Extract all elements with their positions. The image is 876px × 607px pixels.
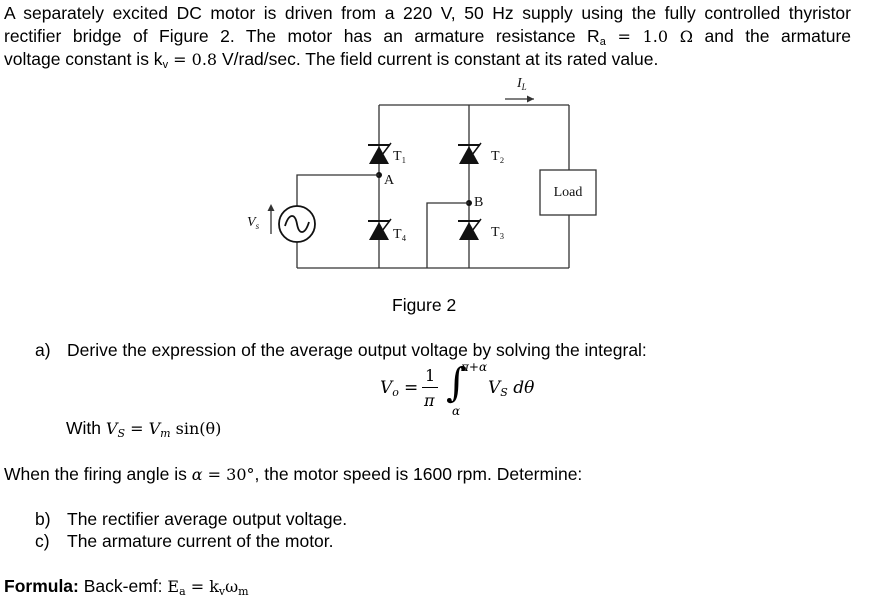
formula-line: Formula: Back-emf: Ea = kvωm (4, 575, 249, 598)
integral-lower-limit: α (452, 404, 461, 418)
current-arrow-head (527, 95, 534, 103)
thyristor-t1 (368, 142, 392, 164)
source-arrow-head (267, 204, 275, 211)
intro-line-3: voltage constant is kv = 0.8 V/rad/sec. … (4, 48, 658, 71)
alpha-value: = 30° (202, 465, 255, 484)
intro-line-1: A separately excited DC motor is driven … (4, 3, 851, 23)
figure-caption: Figure 2 (392, 295, 457, 315)
vo-symbol: Vo (380, 378, 399, 399)
t4-label: T₄ (393, 227, 407, 242)
formula-label: Formula: (4, 576, 79, 596)
intro-line-3-pre: voltage constant is k (4, 49, 163, 69)
formula-equals: = kv (185, 577, 226, 598)
source-wire-a (296, 174, 379, 206)
thyristor-t2 (458, 142, 482, 164)
t2-label: T₂ (491, 149, 505, 164)
kv-subscript: v (162, 59, 169, 71)
ea-symbol: Ea (167, 577, 186, 598)
kv-value: = 0.8 (168, 50, 218, 69)
part-b-text: The rectifier average output voltage. (67, 509, 348, 529)
intro-line-2-post: and the armature (693, 26, 852, 46)
rectifier-circuit-diagram: IL Load T₁ A T₄ T₂ B T₃ (247, 76, 597, 269)
intro-line-3-post: V/rad/sec. The field current is constant… (217, 49, 659, 69)
integrand: VS dθ (488, 378, 535, 399)
omega-symbol: ωm (225, 577, 249, 598)
source-wire-b (426, 202, 469, 254)
vs-equals: = (124, 419, 149, 438)
firing-angle-post: , the motor speed is 1600 rpm. Determine… (254, 464, 583, 484)
load-box (539, 169, 597, 216)
with-label: With (66, 418, 106, 438)
alpha-symbol: α (191, 465, 203, 484)
fraction-denominator: π (424, 391, 435, 410)
ra-subscript: a (599, 36, 606, 48)
firing-angle-pre: When the firing angle is (4, 464, 192, 484)
part-b-label: b) (35, 509, 51, 529)
t1-label: T₁ (393, 149, 406, 164)
part-a-text: Derive the expression of the average out… (67, 340, 647, 360)
with-vs-line: With VS = Vm sin(θ) (66, 417, 221, 440)
part-a-label: a) (35, 340, 51, 360)
node-b-label: B (474, 195, 483, 210)
part-c-text: The armature current of the motor. (67, 531, 334, 551)
sin-term: sin(θ) (170, 419, 222, 438)
intro-line-2-pre: rectifier bridge of Figure 2. The motor … (4, 26, 600, 46)
node-a-label: A (384, 173, 395, 188)
current-label: IL (516, 76, 527, 92)
part-c-label: c) (35, 531, 50, 551)
formula-text: Back-emf: (78, 576, 168, 596)
fraction-numerator: 1 (425, 366, 436, 385)
fraction-bar (422, 387, 438, 388)
thyristor-t4 (368, 218, 392, 240)
intro-line-2: rectifier bridge of Figure 2. The motor … (4, 25, 851, 48)
sine-wave-icon (284, 215, 310, 233)
source-label: Vs (247, 215, 260, 231)
firing-angle-line: When the firing angle is α = 30°, the mo… (4, 463, 582, 486)
integral-upper-limit: π+α (461, 360, 488, 374)
vm-symbol: Vm (148, 419, 171, 440)
vs-symbol: VS (105, 419, 125, 440)
ra-value: = 1.0 Ω (605, 27, 694, 46)
integral-sign: ∫ (446, 360, 467, 406)
vo-equals: = (404, 378, 419, 398)
thyristor-t3 (458, 218, 482, 240)
t3-label: T₃ (491, 225, 505, 240)
load-label: Load (554, 185, 583, 200)
